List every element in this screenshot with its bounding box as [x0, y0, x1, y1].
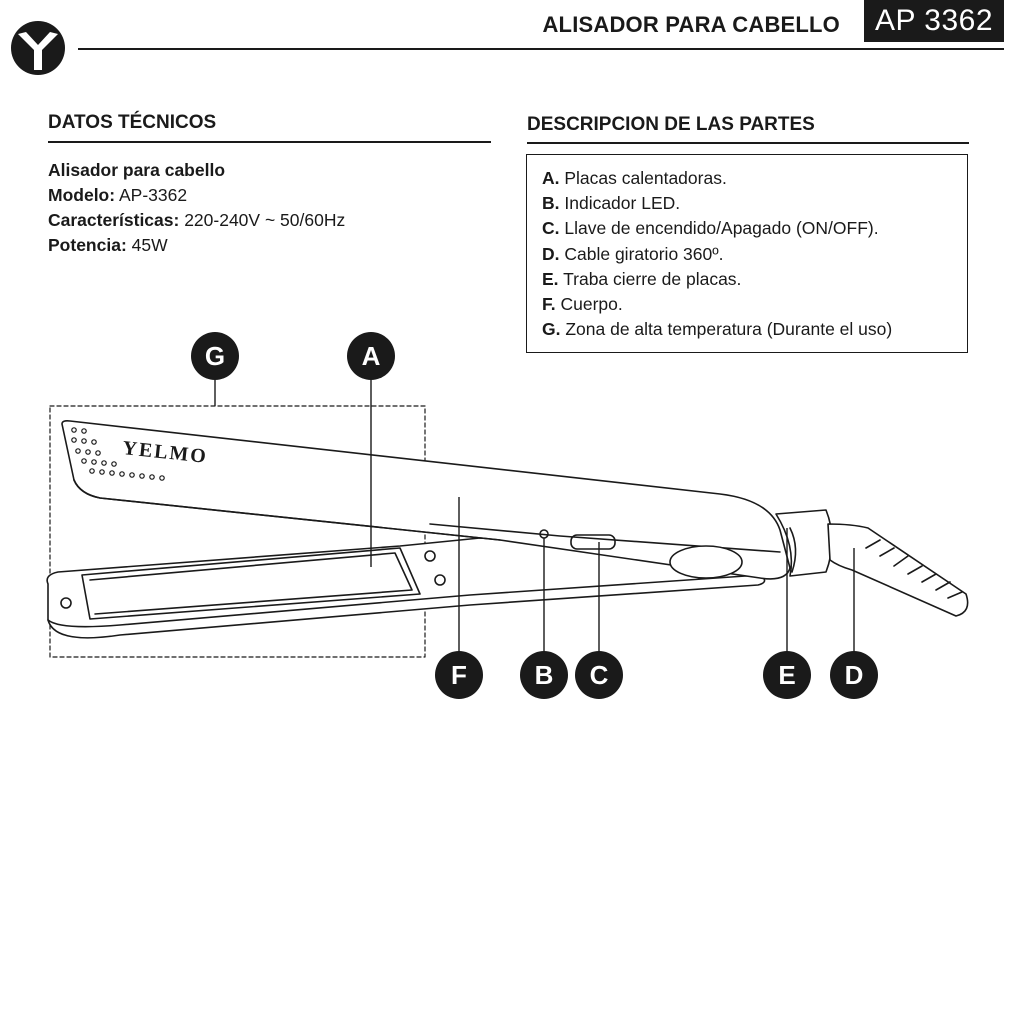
callout-a: A — [347, 332, 395, 380]
part-letter: B. — [542, 193, 560, 214]
vent-dots — [71, 427, 165, 481]
parts-description-box — [526, 154, 968, 353]
part-letter: A. — [542, 168, 560, 188]
spec-label: Alisador para cabello — [48, 160, 226, 180]
technical-data-list: Alisador para cabello Modelo: AP-3362 Ca… — [48, 158, 345, 258]
spec-value: AP-3362 — [115, 185, 188, 205]
callout-d: D — [830, 651, 878, 699]
spec-value: 45W — [126, 235, 168, 255]
part-text: Indicador LED. — [559, 193, 681, 214]
part-letter: E. — [542, 268, 559, 289]
part-text: Traba cierre de placas. — [558, 268, 742, 289]
callout-b: B — [520, 651, 568, 699]
spec-row-characteristics: Características: 220-240V ~ 50/60Hz — [48, 208, 345, 233]
yelmo-y-logo-icon — [11, 21, 65, 75]
part-item-a: A. Placas calentadoras. — [542, 166, 892, 191]
power-switch — [570, 534, 616, 550]
part-letter: F. — [542, 294, 556, 315]
plate-lock — [669, 545, 743, 579]
part-text: Cable giratorio 360º. — [559, 243, 724, 264]
callout-f: F — [435, 651, 483, 699]
technical-data-rule — [48, 141, 491, 143]
header-rule — [78, 48, 1004, 50]
part-letter: C. — [542, 218, 560, 239]
part-item-c: C. Llave de encendido/Apagado (ON/OFF). — [542, 216, 892, 241]
technical-data-title: DATOS TÉCNICOS — [48, 112, 217, 133]
part-item-d: D. Cable giratorio 360º. — [542, 242, 892, 267]
part-item-e: E. Traba cierre de placas. — [542, 267, 892, 292]
spec-label: Potencia: — [48, 235, 127, 255]
callout-letter: B — [535, 660, 554, 690]
callout-letter: A — [362, 341, 381, 371]
callout-letter: C — [590, 660, 609, 690]
callout-letter: E — [778, 660, 795, 690]
callout-e: E — [763, 651, 811, 699]
part-text: Zona de alta temperatura (Durante el uso… — [560, 319, 893, 340]
parts-description-title: DESCRIPCION DE LAS PARTES — [527, 114, 815, 135]
callout-letter: F — [451, 660, 467, 690]
spec-row-product: Alisador para cabello — [48, 158, 345, 183]
callout-letter: G — [205, 341, 225, 371]
parts-description-list: A. Placas calentadoras. B. Indicador LED… — [542, 166, 892, 342]
callout-g: G — [191, 332, 239, 380]
product-title: ALISADOR PARA CABELLO — [542, 12, 840, 37]
part-item-f: F. Cuerpo. — [542, 292, 892, 317]
part-text: Placas calentadoras. — [559, 168, 727, 188]
spec-value: 220-240V ~ 50/60Hz — [179, 210, 346, 230]
spec-label: Modelo: — [48, 185, 116, 205]
callout-letter: D — [845, 660, 864, 690]
callout-c: C — [575, 651, 623, 699]
spec-label: Características: — [48, 210, 180, 230]
model-badge: AP 3362 — [864, 0, 1004, 42]
part-letter: G. — [542, 319, 561, 340]
spec-row-power: Potencia: 45W — [48, 233, 345, 258]
part-text: Llave de encendido/Apagado (ON/OFF). — [559, 218, 879, 239]
part-item-b: B. Indicador LED. — [542, 191, 892, 216]
spec-row-model: Modelo: AP-3362 — [48, 183, 345, 208]
part-letter: D. — [542, 243, 560, 264]
swivel-cable — [827, 523, 969, 617]
part-item-g: G. Zona de alta temperatura (Durante el … — [542, 317, 892, 342]
parts-description-rule — [527, 142, 969, 144]
hair-straightener-diagram: YELMO G A F B C E D — [46, 332, 969, 699]
part-text: Cuerpo. — [555, 294, 623, 315]
